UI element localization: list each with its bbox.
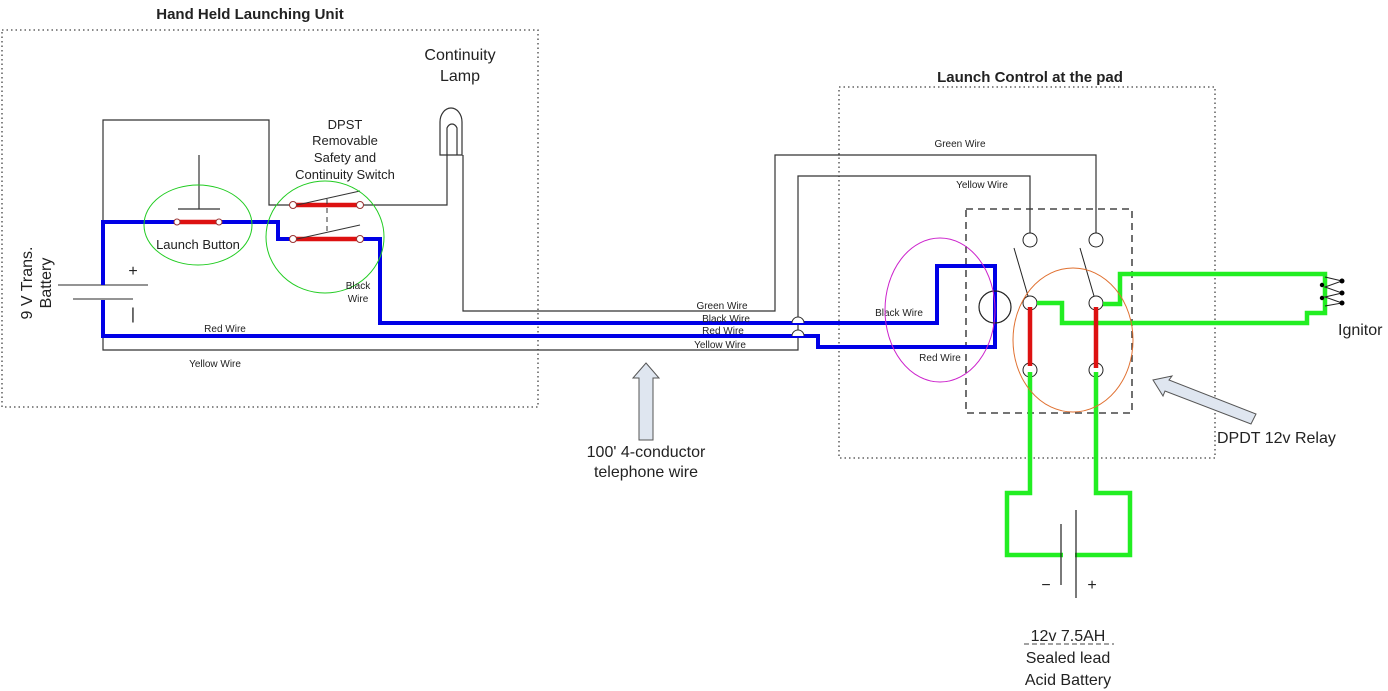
wire-crossover-icon <box>791 316 805 337</box>
battery-neg-wire <box>1004 372 1063 558</box>
12v-battery-symbol <box>1060 510 1077 598</box>
yellow-wire-label: Yellow Wire <box>189 359 241 370</box>
relay-coil <box>978 290 1012 324</box>
switch-label-4: Continuity Switch <box>295 167 395 182</box>
9v-battery-symbol <box>58 284 148 300</box>
switch-label-2: Removable <box>312 133 378 148</box>
dpst-switch-symbol <box>289 190 364 243</box>
handheld-unit-title: Hand Held Launching Unit <box>156 6 344 23</box>
pad-black-wire-label: Black Wire <box>875 308 923 319</box>
switch-label-1: DPST <box>328 117 363 132</box>
battery-plus: + <box>128 263 137 280</box>
cable-caption-2: telephone wire <box>594 464 698 481</box>
continuity-wire <box>102 119 293 222</box>
switch-highlight <box>265 180 385 294</box>
ignitor-wire-1 <box>1037 271 1328 326</box>
handheld-unit-box <box>1 29 539 408</box>
up-arrow-icon <box>631 362 661 441</box>
pad-battery-label-3: Acid Battery <box>1025 672 1111 689</box>
relay-highlight <box>1012 267 1134 413</box>
ignitor-icon <box>1319 276 1345 307</box>
battery-minus: | <box>131 306 135 323</box>
black-wire-label-1: Black <box>346 281 371 292</box>
lamp-label-2: Lamp <box>440 68 480 85</box>
battery-label-2: Battery <box>38 258 55 309</box>
cable-caption-1: 100' 4-conductor <box>587 444 706 461</box>
lamp-feed-wire <box>360 155 448 206</box>
yellow-wire <box>102 175 1031 351</box>
red-wire-label: Red Wire <box>204 324 246 335</box>
pad-yellow-wire-label: Yellow Wire <box>956 180 1008 191</box>
pad-green-wire-label: Green Wire <box>934 139 986 150</box>
switch-label-3: Safety and <box>314 150 376 165</box>
green-wire <box>462 154 1097 312</box>
continuity-lamp-icon <box>439 107 463 156</box>
ignitor-label: Ignitor <box>1338 322 1383 339</box>
launch-circuit-wire <box>101 220 293 285</box>
pad-control-title: Launch Control at the pad <box>937 69 1123 86</box>
cable-black-label: Black Wire <box>702 314 750 325</box>
battery-label-1: 9 V Trans. <box>19 247 36 320</box>
coil-highlight <box>884 237 996 383</box>
cable-red-label: Red Wire <box>702 326 744 337</box>
pad-battery-plus: + <box>1087 577 1096 594</box>
black-wire-signal <box>101 237 997 349</box>
pad-battery-minus: − <box>1041 577 1050 594</box>
pad-battery-label-1: 12v 7.5AH <box>1031 628 1106 645</box>
launch-button-label: Launch Button <box>156 237 240 252</box>
launch-button-highlight <box>143 184 253 266</box>
pad-red-wire-label: Red Wire <box>919 353 961 364</box>
launch-button-symbol <box>173 155 223 226</box>
cable-yellow-label: Yellow Wire <box>694 340 746 351</box>
relay-pointer-arrow-icon <box>1152 375 1257 425</box>
relay-label: DPDT 12v Relay <box>1217 430 1336 447</box>
relay-box <box>965 208 1133 414</box>
black-wire-label-2: Wire <box>348 294 369 305</box>
cable-green-label: Green Wire <box>696 301 748 312</box>
battery-pos-wire <box>1075 372 1133 558</box>
lamp-label-1: Continuity <box>424 47 495 64</box>
pad-battery-label-2: Sealed lead <box>1026 650 1111 667</box>
